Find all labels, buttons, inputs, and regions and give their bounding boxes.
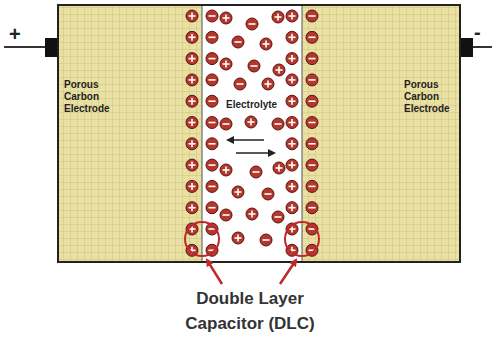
positive-ion [286,31,298,43]
negative-ion [206,180,218,192]
negative-ion [250,166,262,178]
wire [4,46,46,48]
positive-ion [186,53,198,65]
negative-ion [220,118,232,130]
positive-ion [273,162,285,174]
negative-ion [306,10,318,22]
electrolyte-fill [202,5,302,262]
positive-ion [245,116,257,128]
node-label: Porous Carbon Electrode [404,79,460,115]
terminal [459,38,473,57]
positive-ion [286,159,298,171]
negative-ion [306,117,318,129]
positive-ion [286,180,298,192]
negative-ion [248,60,260,72]
negative-ion [206,117,218,129]
negative-ion [206,74,218,86]
negative-ion [306,138,318,150]
negative-ion [246,18,258,30]
housing-outline [58,5,460,262]
highlight-circle [185,222,219,256]
electrode-fill [302,5,460,262]
positive-ion [272,11,284,23]
highlight-circle [285,222,319,256]
negative-ion [272,118,284,130]
negative-ion [234,78,246,90]
positive-ion [186,74,198,86]
negative-ion [260,234,272,246]
positive-ion [262,78,274,90]
negative-ion [206,53,218,65]
positive-ion [232,232,244,244]
negative-ion [306,159,318,171]
negative-ion [206,138,218,150]
negative-ion [206,31,218,43]
positive-ion [220,58,232,70]
positive-ion [286,95,298,107]
positive-ion [186,180,198,192]
terminal [45,38,59,57]
electrode-fill [58,5,202,262]
leader-arrow [280,260,296,284]
electrode-box: Porous Carbon Electrode [58,5,202,262]
callout-label: Double Layer Capacitor (DLC) [160,286,340,336]
positive-ion [186,138,198,150]
positive-ion [273,64,285,76]
polarity-sign: + [9,20,21,49]
negative-ion [306,95,318,107]
positive-ion [286,202,298,214]
negative-ion [206,202,218,214]
negative-ion [306,31,318,43]
positive-ion [186,31,198,43]
positive-ion [186,95,198,107]
node-label: Porous Carbon Electrode [64,79,130,115]
positive-ion [186,159,198,171]
negative-ion [232,36,244,48]
positive-ion [232,186,244,198]
electrode-box: Porous Carbon Electrode [302,5,460,262]
electrolyte-box: Electrolyte [202,5,302,262]
negative-ion [220,209,232,221]
negative-ion [206,95,218,107]
wire [472,46,492,48]
positive-ion [246,208,258,220]
negative-ion [206,159,218,171]
interface-line [202,5,203,262]
motion-arrow [228,139,264,141]
node-label: Electrolyte [224,98,279,112]
negative-ion [306,180,318,192]
interface-line [302,5,303,262]
positive-ion [286,53,298,65]
negative-ion [306,74,318,86]
positive-ion [286,74,298,86]
leader-arrow [207,260,222,284]
negative-ion [262,188,274,200]
positive-ion [186,117,198,129]
polarity-sign: - [474,18,481,47]
positive-ion [220,164,232,176]
positive-ion [260,38,272,50]
motion-arrow [236,152,274,154]
negative-ion [306,53,318,65]
positive-ion [286,10,298,22]
negative-ion [272,211,284,223]
negative-ion [306,202,318,214]
negative-ion [206,10,218,22]
positive-ion [220,12,232,24]
positive-ion [286,117,298,129]
positive-ion [186,10,198,22]
positive-ion [286,138,298,150]
positive-ion [186,202,198,214]
